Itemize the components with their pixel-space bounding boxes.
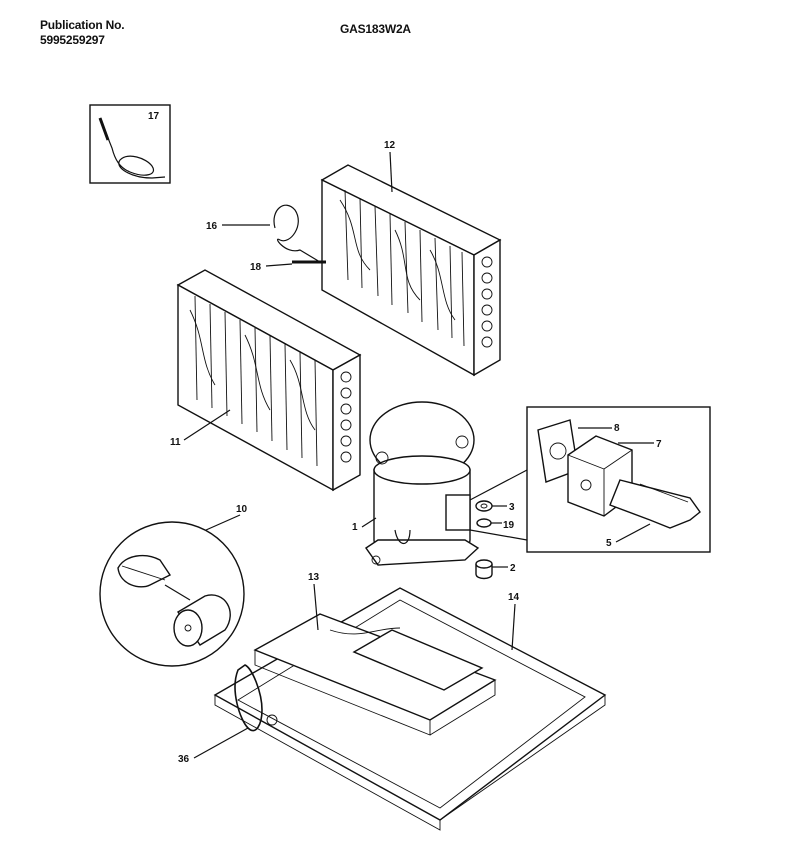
part-36-strap [234, 664, 263, 732]
part-3-grommet [475, 500, 493, 512]
part-16-capillary-tube [273, 204, 321, 263]
callout-11: 11 [170, 437, 181, 448]
part-11-evaporator-coil [176, 269, 362, 492]
callout-3: 3 [509, 502, 515, 513]
model-number: GAS183W2A [340, 22, 411, 36]
callout-7: 7 [656, 439, 662, 450]
callout-16: 16 [206, 221, 218, 232]
callout-36: 36 [178, 754, 190, 765]
publication-number: 5995259297 [40, 33, 105, 47]
part-1-compressor [365, 401, 480, 566]
part-13-partition [253, 613, 497, 736]
part-10-capacitor-detail [99, 521, 245, 667]
part-19-washer [476, 518, 492, 528]
callout-14: 14 [508, 592, 520, 603]
callout-19: 19 [503, 520, 515, 531]
callout-10: 10 [236, 504, 248, 515]
callout-2: 2 [510, 563, 516, 574]
publication-label: Publication No. [40, 18, 125, 32]
callout-8: 8 [614, 423, 620, 434]
part-17-sensing-bulb [89, 104, 171, 184]
callout-18: 18 [250, 262, 262, 273]
part-12-condenser-coil [320, 164, 502, 377]
callout-5: 5 [606, 538, 612, 549]
callout-1: 1 [352, 522, 358, 533]
part-5-bracket [609, 479, 701, 529]
part-2-mount [475, 559, 493, 580]
callout-13: 13 [308, 572, 320, 583]
callout-17: 17 [148, 111, 160, 122]
callout-12: 12 [384, 140, 396, 151]
